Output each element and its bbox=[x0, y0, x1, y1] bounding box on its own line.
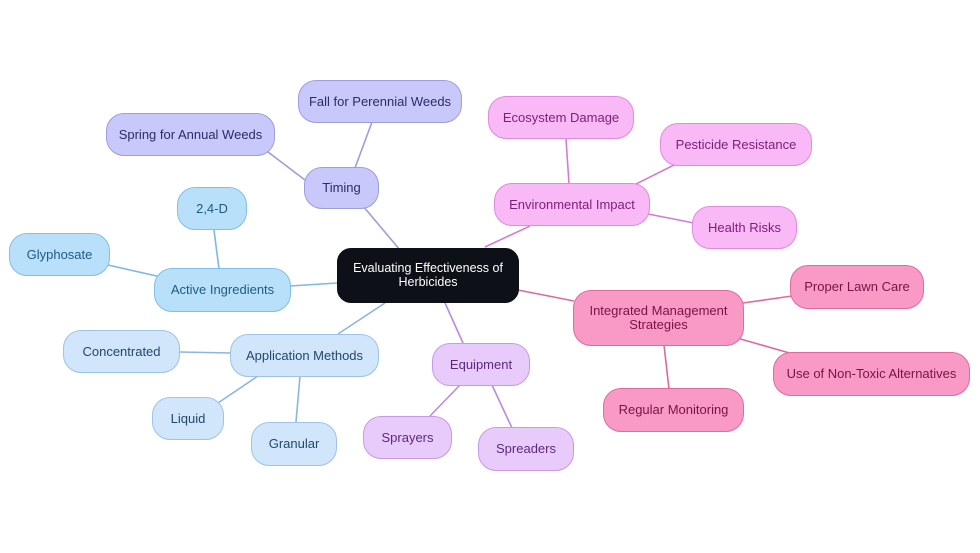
edge-equip-sprayers bbox=[429, 384, 461, 417]
leaf-ecosystem-damage[interactable]: Ecosystem Damage bbox=[488, 96, 634, 139]
edge-root-integrated bbox=[517, 289, 575, 302]
leaf-health-risks[interactable]: Health Risks bbox=[692, 206, 797, 249]
branch-timing[interactable]: Timing bbox=[304, 167, 379, 209]
edge-root-timing bbox=[362, 205, 401, 251]
edge-root-equipment bbox=[444, 302, 464, 344]
leaf-sprayers[interactable]: Sprayers bbox=[363, 416, 452, 459]
edge-root-active bbox=[289, 282, 338, 287]
branch-active-ingredients[interactable]: Active Ingredients bbox=[154, 268, 291, 312]
leaf-proper-lawn-care[interactable]: Proper Lawn Care bbox=[790, 265, 924, 309]
edge-ims-lawn bbox=[742, 295, 793, 304]
root-node[interactable]: Evaluating Effectiveness of Herbicides bbox=[337, 248, 519, 303]
leaf-spring-annual-weeds[interactable]: Spring for Annual Weeds bbox=[106, 113, 275, 156]
branch-equipment[interactable]: Equipment bbox=[432, 343, 530, 386]
edge-root-application bbox=[337, 302, 386, 335]
edge-env-health bbox=[647, 213, 695, 224]
leaf-fall-perennial-weeds[interactable]: Fall for Perennial Weeds bbox=[298, 80, 462, 123]
leaf-granular[interactable]: Granular bbox=[251, 422, 337, 466]
leaf-concentrated[interactable]: Concentrated bbox=[63, 330, 180, 373]
leaf-spreaders[interactable]: Spreaders bbox=[478, 427, 574, 471]
edge-root-environmental bbox=[484, 225, 531, 248]
edge-timing-spring bbox=[267, 151, 306, 181]
branch-application-methods[interactable]: Application Methods bbox=[230, 334, 379, 377]
leaf-regular-monitoring[interactable]: Regular Monitoring bbox=[603, 388, 744, 432]
edge-env-ecosystem bbox=[565, 138, 570, 185]
branch-integrated-management-strategies[interactable]: Integrated Management Strategies bbox=[573, 290, 744, 346]
leaf-use-of-non-toxic-alternatives[interactable]: Use of Non-Toxic Alternatives bbox=[773, 352, 970, 396]
leaf-glyphosate[interactable]: Glyphosate bbox=[9, 233, 110, 276]
edge-ims-nontoxic bbox=[736, 337, 794, 355]
leaf-pesticide-resistance[interactable]: Pesticide Resistance bbox=[660, 123, 812, 166]
branch-environmental-impact[interactable]: Environmental Impact bbox=[494, 183, 650, 226]
edge-equip-spreaders bbox=[491, 384, 513, 429]
leaf-liquid[interactable]: Liquid bbox=[152, 397, 224, 440]
edge-app-concentrated bbox=[179, 351, 232, 354]
edge-app-liquid bbox=[217, 375, 259, 404]
edge-app-granular bbox=[295, 375, 301, 423]
edge-active-24d bbox=[213, 229, 220, 270]
edge-timing-fall bbox=[354, 121, 373, 169]
edge-ims-monitoring bbox=[663, 344, 670, 390]
leaf-2-4-d[interactable]: 2,4-D bbox=[177, 187, 247, 230]
